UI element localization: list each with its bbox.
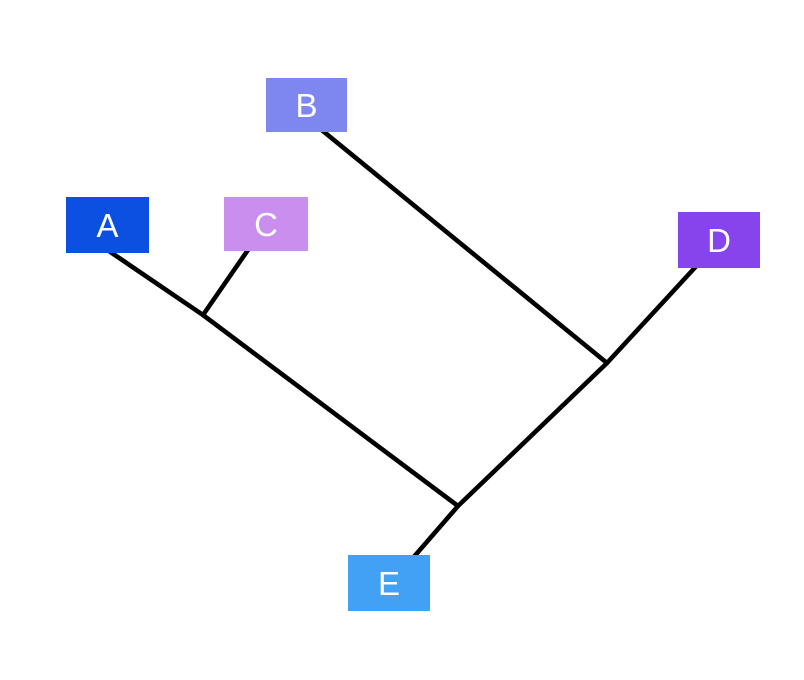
edge-z-e — [409, 503, 461, 562]
node-box-b: B — [266, 78, 347, 132]
node-label-b: B — [295, 86, 318, 124]
edge-a-x — [103, 246, 206, 318]
node-label-c: C — [254, 205, 278, 243]
edge-d-y — [604, 258, 704, 366]
node-box-d: D — [678, 212, 760, 268]
node-box-e: E — [348, 555, 430, 611]
node-label-d: D — [707, 221, 731, 259]
node-label-a: A — [96, 206, 119, 244]
edge-x-z — [200, 312, 461, 509]
edge-y-z — [455, 360, 610, 509]
node-box-a: A — [66, 197, 149, 253]
node-box-c: C — [224, 197, 308, 251]
edge-c-x — [200, 244, 253, 318]
edge-b-y — [315, 124, 610, 366]
node-label-e: E — [377, 564, 400, 602]
